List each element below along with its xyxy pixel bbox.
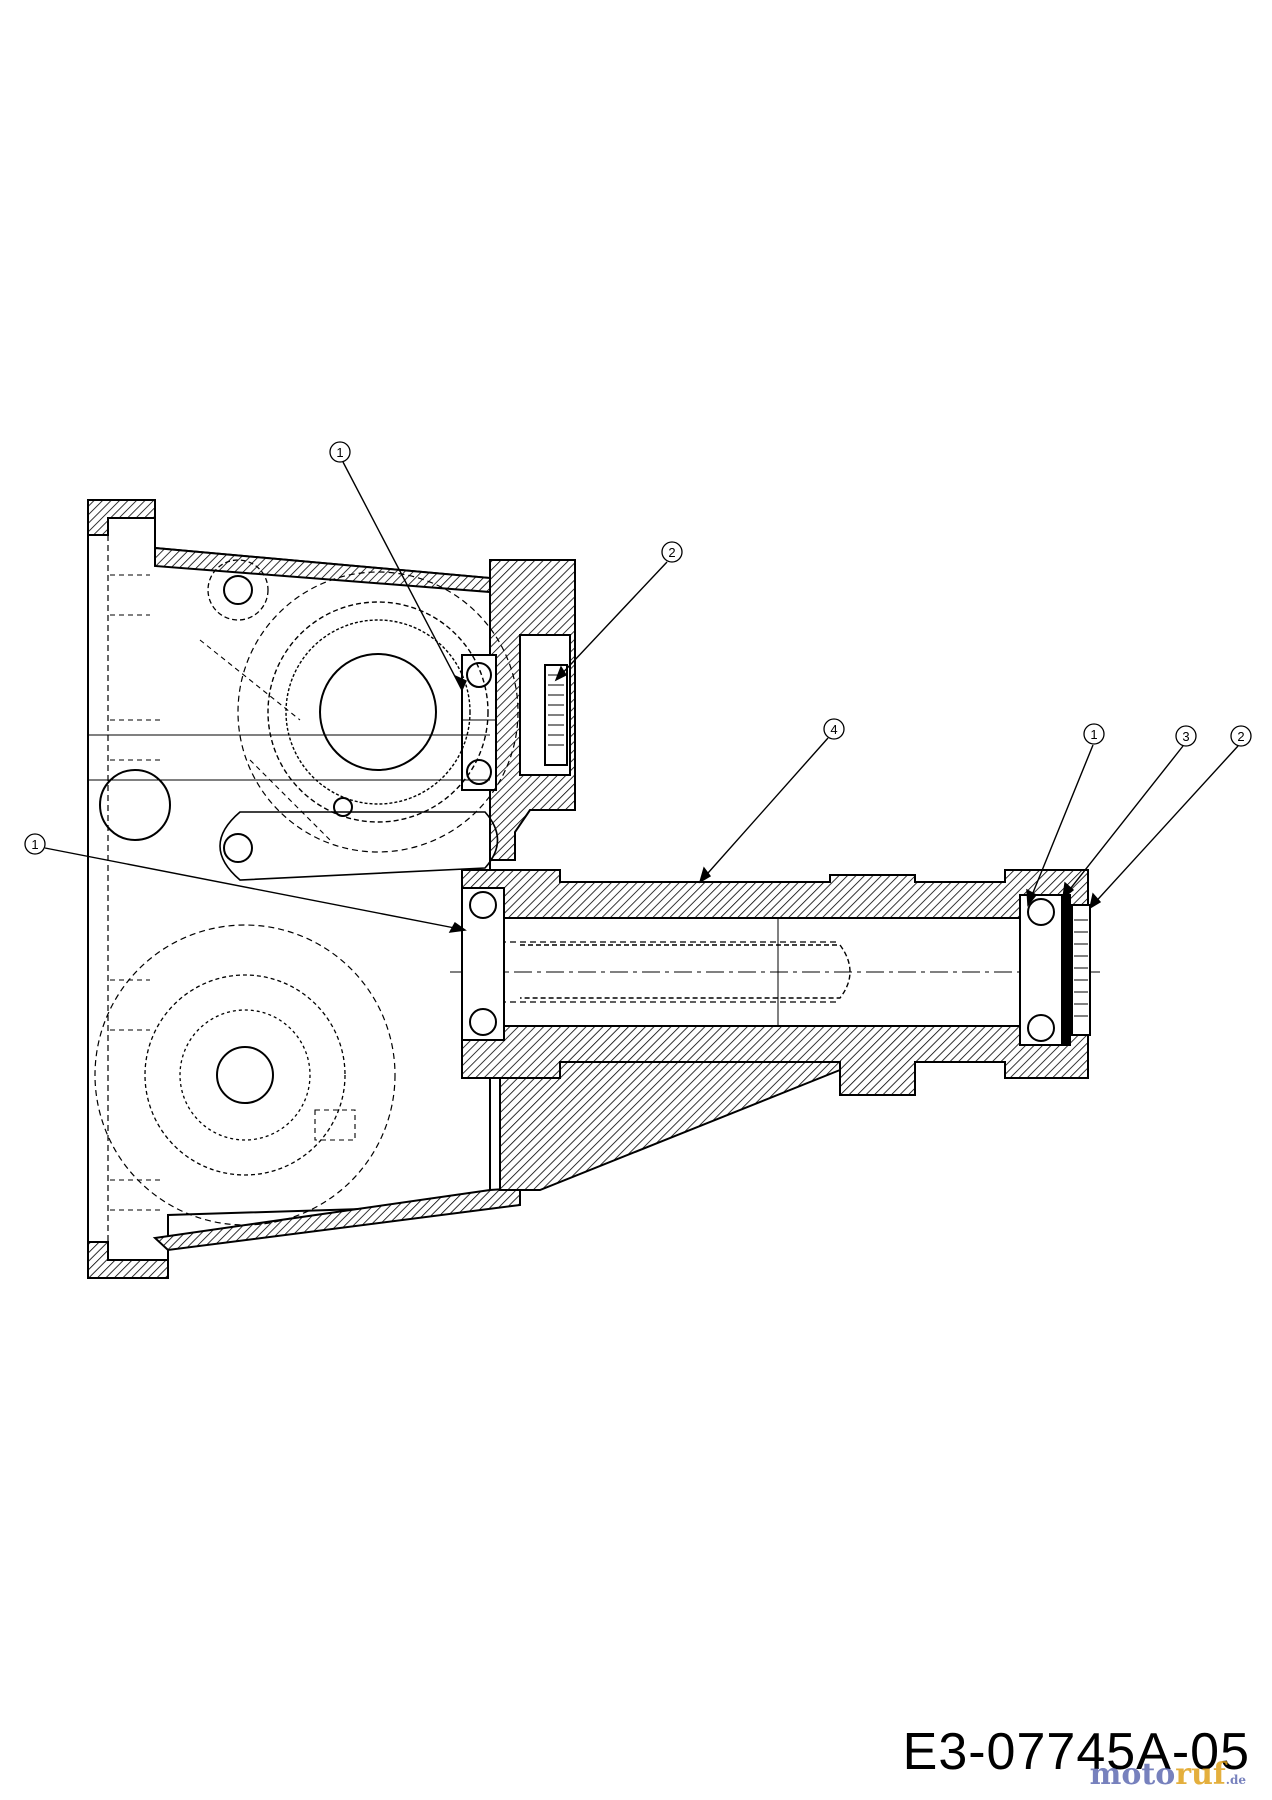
- watermark-main: moto: [1089, 1757, 1176, 1792]
- gear-housing: [87, 499, 576, 1279]
- callout-1-left: 1: [24, 833, 46, 855]
- callout-2-top: 2: [661, 541, 683, 563]
- callout-label: 2: [668, 545, 675, 560]
- callout-4: 4: [823, 718, 845, 740]
- watermark-suffix: .de: [1225, 1773, 1246, 1787]
- output-shaft-housing: [450, 869, 1100, 1191]
- housing-bottom-wall: [152, 1186, 521, 1252]
- watermark-logo: motoruf.de: [1090, 1757, 1246, 1792]
- seal-right: [1071, 904, 1091, 1036]
- callout-1-right: 1: [1083, 723, 1105, 745]
- snap-ring: [1061, 894, 1071, 1046]
- callout-2-right: 2: [1230, 725, 1252, 747]
- bearing-left: [461, 887, 505, 1041]
- drawing-part-number: E3-07745A-05: [902, 1723, 1250, 1781]
- callout-3: 3: [1175, 725, 1197, 747]
- linkage-arm: [219, 811, 499, 881]
- callout-label: 3: [1182, 729, 1189, 744]
- callout-label: 1: [1090, 727, 1097, 742]
- callout-label: 1: [336, 445, 343, 460]
- callout-bubbles: 1 2 4 1 3 2 1: [24, 441, 1252, 855]
- housing-outline: [87, 499, 491, 1279]
- callout-label: 4: [830, 722, 837, 737]
- callout-label: 2: [1237, 729, 1244, 744]
- watermark-accent: ruf: [1175, 1757, 1226, 1792]
- gear-bore-large: [267, 601, 489, 823]
- callout-leaders: [44, 461, 1239, 933]
- callout-1-top: 1: [329, 441, 351, 463]
- callout-label: 1: [31, 837, 38, 852]
- gear-bore-lower: [94, 924, 396, 1226]
- bearing-right: [1019, 894, 1063, 1046]
